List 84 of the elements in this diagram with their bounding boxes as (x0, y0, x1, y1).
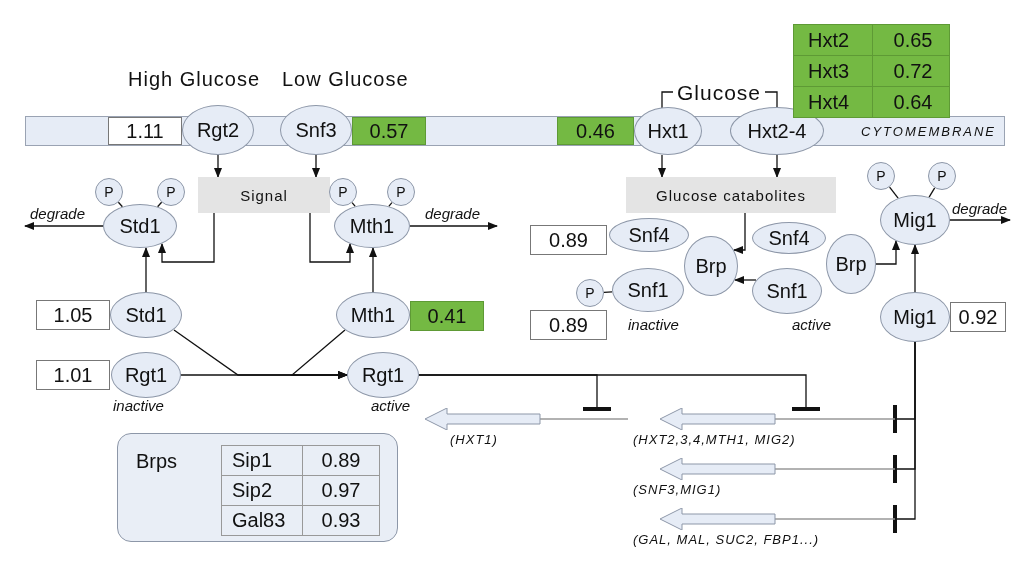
protein-ellipse: Snf4 (752, 222, 826, 254)
protein-ellipse: Snf1 (752, 268, 822, 314)
arrow (911, 244, 919, 293)
edge-label: degrade (30, 205, 86, 222)
arrow (409, 222, 498, 230)
protein-ellipse: Hxt1 (634, 107, 702, 155)
arrow (875, 240, 900, 265)
arrow (290, 329, 348, 379)
arrow (949, 216, 1011, 224)
table-cell: Hxt2 (793, 24, 873, 56)
inhibition-line (418, 374, 820, 411)
protein-ellipse: Snf4 (609, 218, 689, 252)
arrow (142, 247, 150, 293)
arrow (733, 212, 746, 254)
connector-line (117, 201, 124, 208)
expression-value: 0.92 (950, 302, 1006, 332)
state-label: active (792, 316, 832, 333)
state-label: active (371, 397, 411, 414)
arrow (309, 212, 354, 263)
table-cell: 0.93 (302, 505, 380, 536)
arrow (734, 276, 757, 284)
phosphate-circle: P (867, 162, 895, 190)
inhibition-line (893, 341, 916, 533)
edge-label: degrade (425, 205, 481, 222)
protein-ellipse: Std1 (103, 204, 177, 248)
protein-ellipse: Mig1 (880, 195, 950, 245)
arrow (214, 154, 222, 178)
expression-value: 0.46 (557, 117, 634, 145)
table-cell: Sip2 (221, 475, 303, 506)
table-cell: 0.64 (872, 86, 950, 118)
condition-label: High Glucose (128, 68, 261, 91)
protein-ellipse: Snf3 (280, 105, 352, 155)
protein-ellipse: Rgt2 (182, 105, 254, 155)
arrow (158, 212, 215, 263)
edge-label: degrade (952, 200, 1008, 217)
state-label: inactive (113, 397, 164, 414)
process-box: Glucose catabolites (626, 177, 836, 213)
protein-ellipse: Rgt1 (111, 352, 181, 398)
table-cell: 0.65 (872, 24, 950, 56)
arrow (369, 247, 377, 293)
phosphate-circle: P (95, 178, 123, 206)
protein-ellipse: Brp (826, 234, 876, 294)
protein-ellipse: Std1 (110, 292, 182, 338)
state-label: inactive (628, 316, 679, 333)
arrow (658, 154, 666, 178)
phosphate-circle: P (576, 279, 604, 307)
expression-value: 0.89 (530, 225, 607, 255)
expression-value: 0.57 (352, 117, 426, 145)
table-cell: Gal83 (221, 505, 303, 536)
condition-label: Low Glucose (282, 68, 409, 91)
protein-ellipse: Rgt1 (347, 352, 419, 398)
table-cell: Hxt3 (793, 55, 873, 87)
arrow (24, 222, 104, 230)
membrane-label: CYTOMEMBRANE (861, 123, 996, 139)
phosphate-circle: P (329, 178, 357, 206)
expression-value: 1.11 (108, 117, 182, 145)
table-cell: Sip1 (221, 445, 303, 476)
panel-title: Brps (136, 450, 178, 473)
arrow (773, 154, 781, 178)
connector-line (764, 91, 778, 108)
table-cell: 0.97 (302, 475, 380, 506)
info-panel (117, 433, 398, 542)
table-cell: 0.72 (872, 55, 950, 87)
phosphate-circle: P (928, 162, 956, 190)
protein-ellipse: Mth1 (336, 292, 410, 338)
protein-ellipse: Mig1 (880, 292, 950, 342)
phosphate-circle: P (387, 178, 415, 206)
connector-line (928, 187, 936, 198)
protein-ellipse: Mth1 (334, 204, 410, 248)
connector-line (888, 186, 899, 199)
connector-line (156, 201, 163, 208)
protein-ellipse: Brp (684, 236, 738, 296)
process-box: Signal (198, 177, 330, 213)
expression-value: 0.89 (530, 310, 607, 340)
connector-line (661, 91, 674, 109)
phosphate-circle: P (157, 178, 185, 206)
expression-value: 1.05 (36, 300, 110, 330)
connector-line (603, 291, 613, 293)
expression-value: 1.01 (36, 360, 110, 390)
table-cell: Hxt4 (793, 86, 873, 118)
expression-value: 0.41 (410, 301, 484, 331)
arrow (312, 154, 320, 178)
table-cell: 0.89 (302, 445, 380, 476)
protein-ellipse: Snf1 (612, 268, 684, 312)
